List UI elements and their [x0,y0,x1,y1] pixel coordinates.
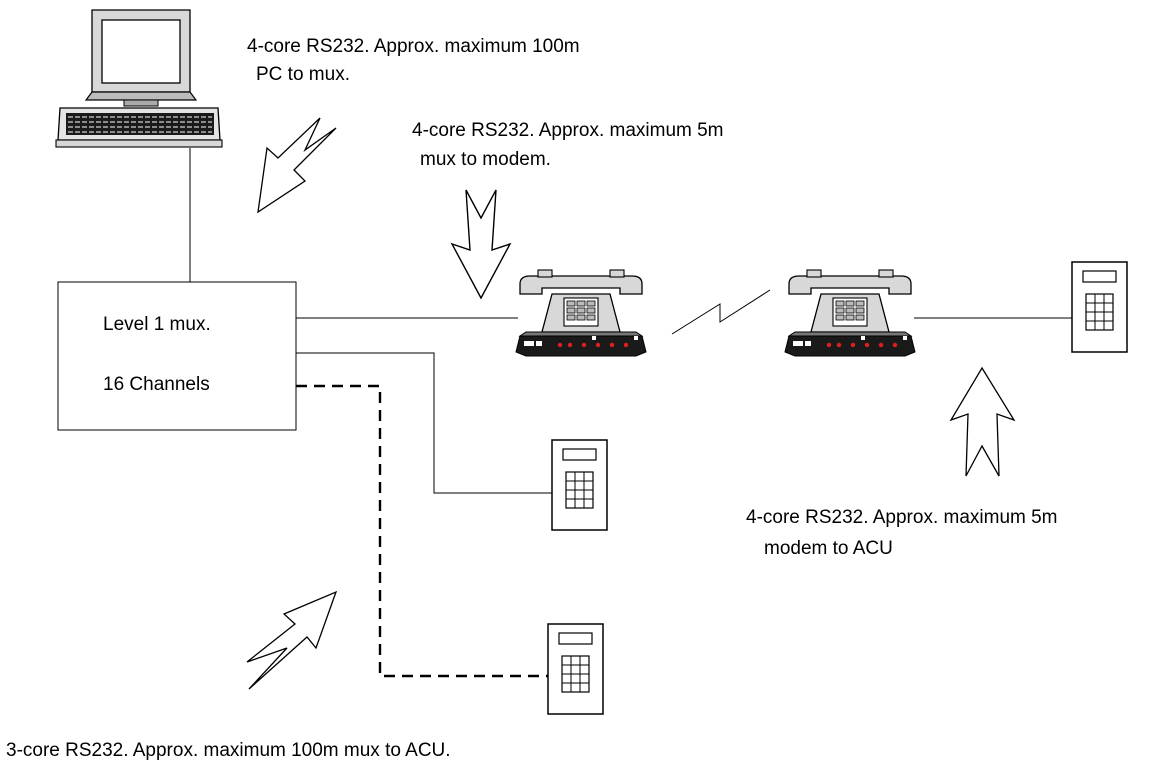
bottom-link-arrow-icon [246,590,338,690]
mux-box [57,281,297,431]
acu-keypad-right-icon [1071,261,1128,353]
radio-link-icon [671,289,771,335]
acu-link-arrow-icon [949,366,1016,477]
modem-right-icon [784,269,916,357]
modem-link-label-line2: mux to modem. [420,149,551,170]
acu-keypad-middle-icon [551,439,608,531]
modem-link-label-line1: 4-core RS232. Approx. maximum 5m [412,120,724,141]
modem-link-arrow-icon [450,189,512,300]
bottom-link-label: 3-core RS232. Approx. maximum 100m mux t… [6,740,451,761]
modem-left-icon [515,269,647,357]
pc-link-label-line2: PC to mux. [256,64,350,85]
mux-title: Level 1 mux. [103,314,211,335]
acu-link-label-line1: 4-core RS232. Approx. maximum 5m [746,507,1058,528]
mux-to-acu-dashed-line [296,384,548,678]
pc-terminal-icon [55,9,223,148]
acu-link-label-line2: modem to ACU [764,538,893,559]
mux-channels: 16 Channels [103,374,210,395]
pc-link-arrow-icon [257,117,337,214]
acu-keypad-bottom-icon [547,623,604,715]
pc-link-label-line1: 4-core RS232. Approx. maximum 100m [247,36,580,57]
mux-to-acu-line [296,352,552,494]
